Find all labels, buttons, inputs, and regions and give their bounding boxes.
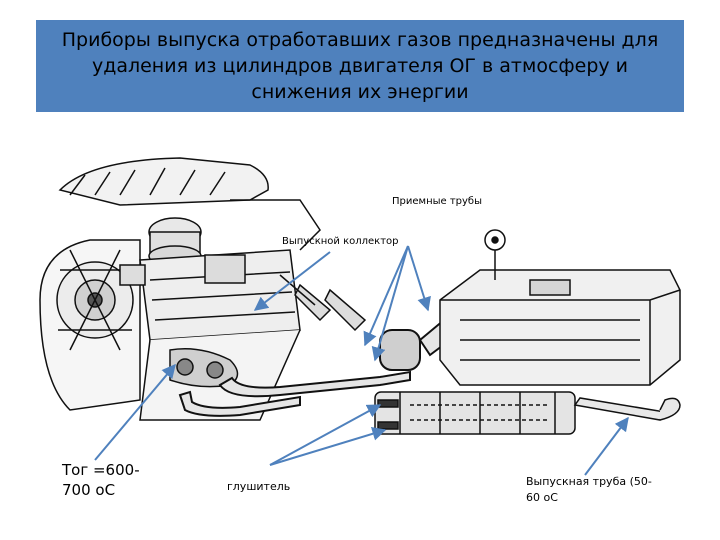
temperature-label: Тог =600- 700 оС <box>62 460 140 500</box>
tailpipe-drawing <box>573 397 681 421</box>
tailpipe-label: Выпускная труба (50- 60 оС <box>526 474 652 506</box>
fuel-tank <box>439 229 681 386</box>
tailpipe-line-2: 60 оС <box>526 491 558 504</box>
muffler-drawing <box>374 391 576 435</box>
muffler-label: глушитель <box>227 480 291 493</box>
temperature-line-2: 700 оС <box>62 481 116 499</box>
engine-drawing <box>39 157 321 421</box>
control-levers <box>279 274 367 332</box>
tailpipe-line-1: Выпускная труба (50- <box>526 475 652 488</box>
intake-pipes-label: Приемные трубы <box>392 196 482 207</box>
title-banner: Приборы выпуска отработавших газов предн… <box>36 20 684 112</box>
slide-title: Приборы выпуска отработавших газов предн… <box>61 29 659 103</box>
exhaust-manifold-label: Выпускной коллектор <box>282 236 399 247</box>
callout-arrows <box>94 245 629 476</box>
temperature-line-1: Тог =600- <box>62 461 140 479</box>
